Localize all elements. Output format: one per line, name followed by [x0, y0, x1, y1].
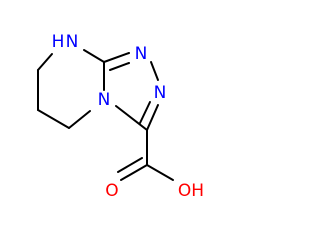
atom-labels: H N N N N O OH: [52, 32, 204, 201]
atom-n-bridge: N: [98, 90, 111, 110]
bond-ntop-nright: [150, 61, 159, 81]
bond-c8a-ntop-b: [109, 62, 130, 71]
atom-n-top: N: [135, 44, 148, 64]
bond-nh-c8: [37, 53, 53, 71]
atom-nh: N: [66, 32, 79, 52]
bond-c6-c5: [37, 109, 70, 129]
atom-n-right: N: [154, 83, 167, 103]
bond-c8a-ntop-a: [103, 52, 130, 63]
bond-c-o-a: [120, 164, 148, 181]
bond-c-oh: [146, 164, 174, 181]
bond-c5-nbridge: [68, 110, 91, 129]
bond-nh-c8a: [83, 49, 105, 63]
atom-oh: OH: [178, 181, 204, 201]
atom-o-carbonyl: O: [105, 181, 118, 201]
bonds: [37, 49, 174, 181]
atom-h: H: [52, 32, 65, 52]
bond-nright-c3-a: [146, 104, 159, 131]
molecule-drawing: H N N N N O OH: [37, 32, 204, 201]
bond-c3-nbridge: [115, 105, 148, 131]
structure-canvas: H N N N N O OH: [37, 32, 205, 201]
bond-nright-c3-b: [139, 101, 151, 124]
bond-c-o-b: [117, 157, 143, 173]
